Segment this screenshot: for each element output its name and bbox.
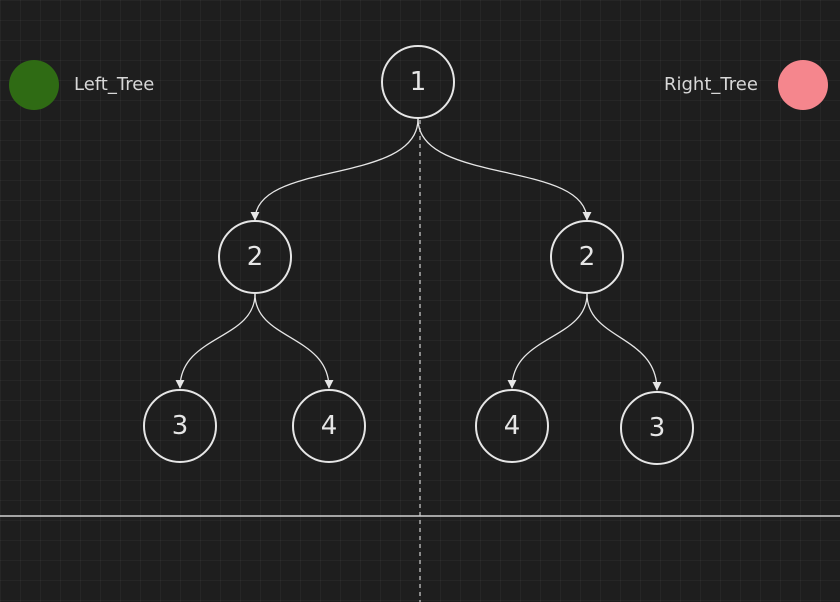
edge-right-to-3 xyxy=(586,293,662,391)
node-right-child: 2 xyxy=(550,220,624,294)
edge-root-to-left xyxy=(250,118,419,221)
right-tree-legend-dot xyxy=(778,60,828,110)
left-tree-legend-label: Left_Tree xyxy=(74,74,155,95)
node-root-label: 1 xyxy=(410,67,427,97)
node-root: 1 xyxy=(381,45,455,119)
node-right-left-leaf-label: 4 xyxy=(504,411,521,441)
node-left-child-label: 2 xyxy=(247,242,264,272)
node-left-left-leaf: 3 xyxy=(143,389,217,463)
right-tree-legend-label: Right_Tree xyxy=(664,74,758,95)
edge-root-to-right xyxy=(417,118,592,221)
node-right-right-leaf: 3 xyxy=(620,391,694,465)
node-left-left-leaf-label: 3 xyxy=(172,411,189,441)
node-left-child: 2 xyxy=(218,220,292,294)
edge-left-to-3 xyxy=(175,293,256,389)
edge-left-to-4 xyxy=(254,293,334,389)
edge-right-to-4 xyxy=(507,293,588,389)
node-right-child-label: 2 xyxy=(579,242,596,272)
node-left-right-leaf: 4 xyxy=(292,389,366,463)
node-left-right-leaf-label: 4 xyxy=(321,411,338,441)
node-right-right-leaf-label: 3 xyxy=(649,413,666,443)
node-right-left-leaf: 4 xyxy=(475,389,549,463)
left-tree-legend-dot xyxy=(9,60,59,110)
